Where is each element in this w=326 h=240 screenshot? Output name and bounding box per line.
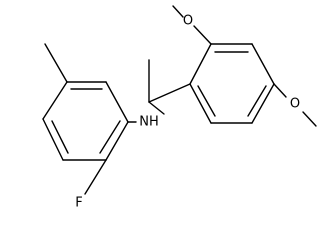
bond	[105, 121, 129, 161]
bond-nh-to-ch	[148, 101, 165, 115]
bond-ring-to-o-right	[273, 83, 287, 98]
molecule-diagram: O O NH F	[42, 5, 317, 211]
bond	[189, 43, 212, 85]
bond-o-right-to-methyl	[302, 111, 317, 127]
oxygen-label-right: O	[290, 97, 300, 112]
bond	[42, 118, 64, 161]
bond-o-top-to-methyl	[172, 5, 184, 18]
bond	[42, 81, 68, 120]
bond-to-fluorine	[84, 159, 107, 195]
oxygen-label-top: O	[183, 14, 193, 29]
double-bond-inner	[51, 120, 69, 154]
double-bond-inner	[197, 85, 216, 117]
right-aromatic-ring	[189, 43, 275, 124]
bond	[251, 43, 275, 85]
bond	[251, 83, 275, 124]
double-bond-inner	[99, 120, 121, 154]
left-aromatic-ring	[42, 81, 129, 161]
fluorine-label: F	[75, 196, 82, 211]
bond	[105, 81, 129, 123]
bond-ring-to-o-top	[193, 25, 212, 45]
bond-ch-to-ring	[148, 83, 191, 103]
bond	[189, 83, 212, 124]
structure-canvas: O O NH F	[42, 5, 317, 211]
nh-label: NH	[139, 115, 159, 130]
methyl-bond-left	[44, 43, 68, 83]
double-bond-inner	[247, 85, 267, 117]
